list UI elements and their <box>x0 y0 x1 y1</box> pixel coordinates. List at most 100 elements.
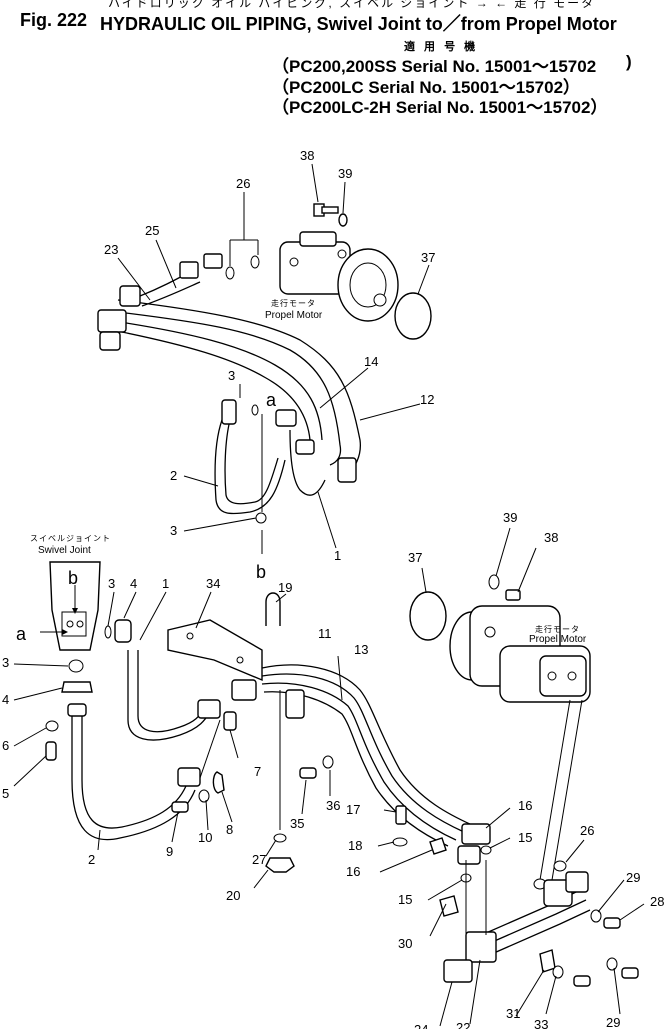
japanese-title: ハイドロリック オイル パイピング, スイベル ジョイント → ← 走 行 モー… <box>108 0 596 10</box>
upper-manifold-block <box>97 309 127 333</box>
callout-label: a <box>16 624 27 644</box>
swivel-joint-assembly <box>40 561 225 841</box>
caption-propel-motor-jp-lower: 走行モータ <box>535 624 580 634</box>
fitting-16a <box>461 823 491 845</box>
washer-36 <box>322 755 334 769</box>
center-pipe-assembly <box>167 592 492 883</box>
callout-labels: 38 39 26 37 25 23 14 3 a 12 2 3 b 1 b 3 … <box>2 148 664 1029</box>
figure-number: Fig. 222 <box>20 10 88 30</box>
washer-29b <box>606 957 618 971</box>
callout-label: 27 <box>252 852 266 867</box>
o-ring-3b-upper <box>255 512 267 524</box>
callout-label: 1 <box>334 548 341 563</box>
callout-label: 37 <box>408 550 422 565</box>
caption-propel-motor-en-upper: Propel Motor <box>265 310 323 321</box>
washer-33 <box>552 965 564 979</box>
callout-label: 37 <box>421 250 435 265</box>
callout-label: 3 <box>2 655 9 670</box>
o-ring-37-lower <box>409 591 447 641</box>
callout-label: 20 <box>226 888 240 903</box>
callout-label: 5 <box>2 786 9 801</box>
callout-label: 26 <box>236 176 250 191</box>
callout-label: 29 <box>626 870 640 885</box>
lower-right-assembly <box>409 574 639 987</box>
o-ring-3-swivel <box>68 659 84 673</box>
callout-label: 3 <box>108 576 115 591</box>
serial-range-pc200: （PC200,200SS Serial No. 15001～15702 <box>272 57 597 76</box>
callout-label: 4 <box>130 576 137 591</box>
callout-label: 11 <box>318 626 332 641</box>
fitting-7 <box>223 711 237 731</box>
bolt-9 <box>171 801 189 813</box>
propel-motor-lower <box>449 605 591 703</box>
washer-10 <box>198 789 210 803</box>
callout-label: 15 <box>398 892 412 907</box>
callout-label: 18 <box>348 838 362 853</box>
callout-label: 17 <box>346 802 360 817</box>
block-24 <box>443 959 473 983</box>
bolt-32 <box>573 975 591 987</box>
callout-label: 26 <box>580 823 594 838</box>
fitting-16b <box>457 845 481 865</box>
o-ring-15a <box>480 845 492 855</box>
callout-label: 34 <box>206 576 220 591</box>
bolt-17 <box>395 805 407 825</box>
callout-label: 4 <box>2 692 9 707</box>
o-ring-3-upper <box>251 404 259 416</box>
u-bolt-19 <box>265 592 281 626</box>
callout-label: 13 <box>354 642 368 657</box>
bolt-35 <box>299 767 317 779</box>
clip-30 <box>439 895 459 917</box>
elbow-4 <box>114 619 132 643</box>
flange-upper <box>275 409 297 427</box>
o-ring-26a-upper <box>225 266 235 280</box>
callout-label: 7 <box>254 764 261 779</box>
serial-range-pc200lc: （PC200LC Serial No. 15001～15702） <box>272 78 581 97</box>
bolt-28 <box>603 917 621 929</box>
serial-range-pc200lc-2h: （PC200LC-2H Serial No. 15001～15702） <box>272 98 608 117</box>
callout-label: 2 <box>88 852 95 867</box>
caption-swivel-joint-jp: スイベルジョイント <box>30 534 111 543</box>
leader-lines <box>13 163 645 1027</box>
caption-propel-motor-en-lower: Propel Motor <box>529 634 587 645</box>
callout-label: 15 <box>518 830 532 845</box>
callout-label: 14 <box>364 354 378 369</box>
callout-label: 19 <box>278 580 292 595</box>
caption-propel-motor-jp-upper: 走行モータ <box>271 298 316 308</box>
callout-label: 16 <box>518 798 532 813</box>
figure-header: ハイドロリック オイル パイピング, スイベル ジョイント → ← 走 行 モー… <box>0 0 668 117</box>
clip-16 <box>429 837 447 855</box>
washer-18 <box>392 837 408 847</box>
figure-title: HYDRAULIC OIL PIPING, Swivel Joint to／fr… <box>100 14 617 34</box>
callout-label: 39 <box>503 510 517 525</box>
callout-label: 3 <box>170 523 177 538</box>
callout-label: 35 <box>290 816 304 831</box>
callout-label: a <box>266 390 277 410</box>
upper-assembly <box>97 203 432 524</box>
bolt-5 <box>45 741 57 761</box>
applicable-models-label: 適 用 号 機 <box>404 41 479 53</box>
callout-label: 9 <box>166 844 173 859</box>
caption-swivel-joint-en: Swivel Joint <box>38 545 91 556</box>
callout-label: b <box>256 562 266 582</box>
propel-motor-upper <box>279 231 399 322</box>
callout-label: 3 <box>228 368 235 383</box>
bracket-34 <box>167 619 263 682</box>
callout-label: 30 <box>398 936 412 951</box>
callout-label: b <box>68 568 78 588</box>
bracket-decoration: ) <box>626 52 632 71</box>
callout-label: 25 <box>145 223 159 238</box>
washer-27 <box>273 833 287 843</box>
clip-8 <box>212 771 225 794</box>
clamp-block <box>285 689 305 719</box>
o-ring-26b-upper <box>250 255 260 269</box>
clip-31 <box>539 949 556 973</box>
callout-label: 39 <box>338 166 352 181</box>
washer-6 <box>45 720 59 732</box>
callout-label: 38 <box>544 530 558 545</box>
callout-label: 31 <box>506 1006 520 1021</box>
callout-label: 38 <box>300 148 314 163</box>
bolt-38-lower <box>505 589 521 601</box>
nut-20 <box>265 857 295 873</box>
callout-label: 1 <box>162 576 169 591</box>
